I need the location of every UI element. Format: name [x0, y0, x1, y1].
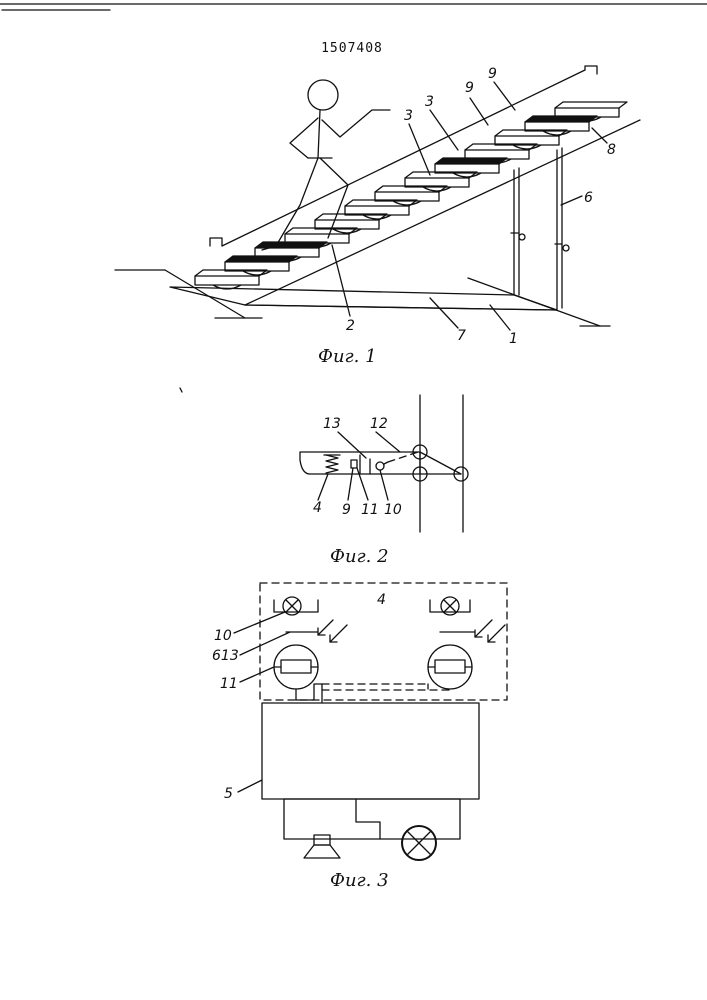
fig3-label-10: 10 [214, 628, 232, 644]
figure-3-circuit: 4 [212, 583, 507, 891]
fig1-label-9b: 9 [488, 66, 497, 82]
step-front [435, 164, 499, 177]
post-hinge-left [519, 234, 525, 240]
fig2-caption: Фиг. 2 [330, 546, 389, 567]
fig2-label-10: 10 [384, 502, 402, 518]
speaker-cone [304, 845, 340, 858]
patent-number: 1507408 [321, 41, 383, 56]
step-front [225, 262, 289, 275]
speaker-body [314, 835, 330, 845]
fig2-label-13: 13 [323, 416, 341, 432]
step-front [495, 136, 559, 149]
fig2-label-9: 9 [342, 502, 351, 518]
fig1-label-8: 8 [607, 142, 616, 158]
person-arm-right [322, 110, 390, 137]
fig1-label-7: 7 [457, 328, 466, 344]
fig1-label-6: 6 [584, 190, 593, 206]
post-hinge-right [563, 245, 569, 251]
fig3-label-4: 4 [377, 592, 386, 608]
stringer [245, 120, 640, 305]
person-arm-left [290, 118, 318, 158]
fig2-label-12: 12 [370, 416, 388, 432]
figure-2-step-detail: 13 12 4 9 11 10 Фиг. 2 [180, 388, 468, 567]
fig1-caption: Фиг. 1 [318, 346, 377, 367]
light-arrows-right [475, 620, 505, 642]
fig3-label-5: 5 [224, 786, 233, 802]
fig1-label-2: 2 [346, 318, 355, 334]
fig1-label-9a: 9 [465, 80, 474, 96]
fig3-caption: Фиг. 3 [330, 870, 389, 891]
fig3-label-11: 11 [220, 676, 238, 692]
step-front [375, 192, 439, 205]
handrail-post-bottom [210, 238, 222, 246]
step-front [525, 122, 589, 135]
fig2-label-11: 11 [361, 502, 379, 518]
fig3-label-613: 613 [212, 648, 239, 664]
person-figure [262, 80, 390, 250]
base-front-edge [245, 305, 557, 310]
light-arrows-left [318, 620, 347, 642]
spring-4 [326, 455, 338, 473]
person-head [308, 80, 338, 110]
step-front [315, 220, 379, 233]
fig1-label-3b: 3 [425, 94, 434, 110]
sensor-right-element [435, 660, 465, 673]
element-9 [351, 460, 357, 468]
handrail-post-top [585, 66, 597, 74]
fig1-label-3a: 3 [404, 108, 413, 124]
person-body [318, 110, 320, 158]
lamp-10 [376, 462, 384, 470]
person-leg-right [320, 158, 348, 238]
step-front [345, 206, 409, 219]
floor-perspective-left [165, 270, 245, 318]
fig1-label-1: 1 [509, 331, 518, 347]
figure-1-staircase: 2 7 1 6 8 3 3 9 9 Фиг. 1 [115, 66, 640, 367]
step-tread-top [555, 102, 627, 108]
fig2-label-4: 4 [313, 500, 322, 516]
step-front [195, 276, 259, 289]
handrail [222, 70, 585, 246]
control-block-5 [262, 703, 479, 799]
sensor-left-element [281, 660, 311, 673]
step-front [405, 178, 469, 191]
